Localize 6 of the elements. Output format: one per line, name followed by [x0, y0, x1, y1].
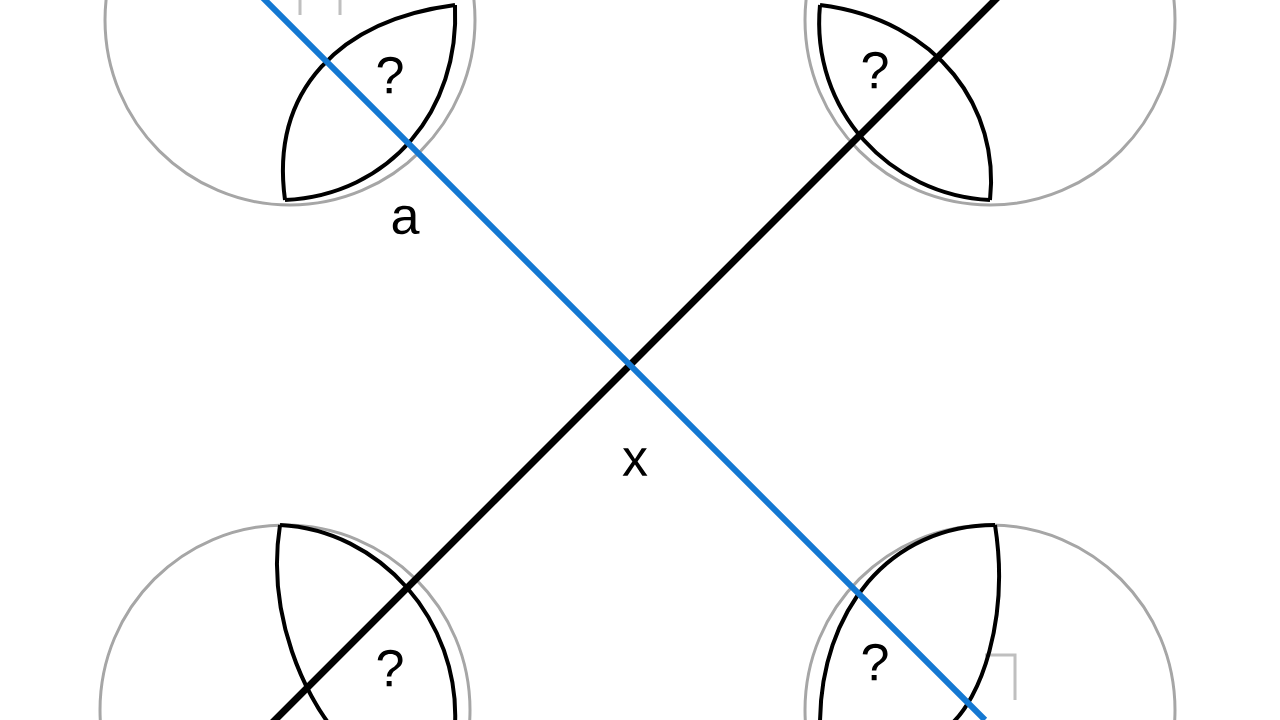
angle-label: ?	[377, 649, 403, 687]
angle-label: ?	[862, 51, 888, 89]
angle-label: ?	[862, 643, 888, 681]
angle-label: x	[622, 448, 648, 476]
angle-label: ?	[377, 56, 403, 94]
angle-label: a	[392, 205, 420, 235]
